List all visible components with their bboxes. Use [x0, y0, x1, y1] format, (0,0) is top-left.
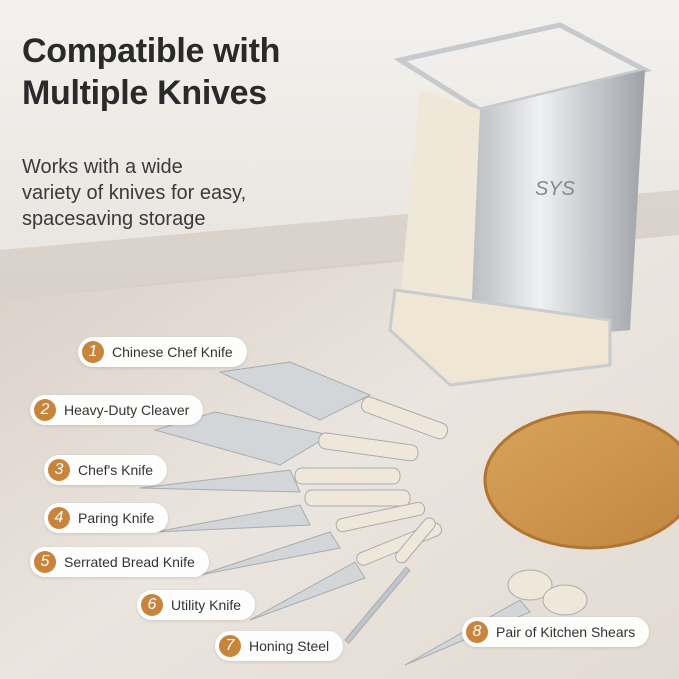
- number-badge: 3: [48, 459, 70, 481]
- subtitle: Works with a wide variety of knives for …: [22, 156, 247, 230]
- number-badge: 8: [466, 621, 488, 643]
- number-badge: 5: [34, 551, 56, 573]
- number-badge: 7: [219, 635, 241, 657]
- brand-logo: SYS: [535, 178, 576, 200]
- knife-block: SYS: [388, 22, 652, 387]
- number-badge: 1: [82, 341, 104, 363]
- cutting-board: [483, 410, 679, 550]
- number-badge: 4: [48, 507, 70, 529]
- page-title: Compatible with Multiple Knives: [22, 32, 281, 112]
- number-badge: 2: [34, 399, 56, 421]
- knives: [139, 361, 588, 666]
- number-badge: 6: [141, 594, 163, 616]
